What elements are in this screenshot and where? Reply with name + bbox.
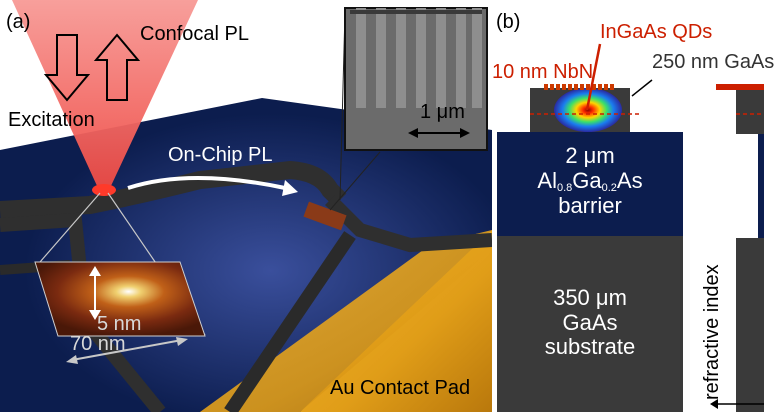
scale-bar-label: 1 μm <box>420 101 465 123</box>
waveguide <box>0 160 347 219</box>
on-chip-arrow <box>127 176 286 190</box>
barrier-composition: Al0.8Ga0.2As <box>537 167 643 194</box>
device-illustration <box>0 0 492 412</box>
substrate-material: GaAs <box>562 309 618 335</box>
refractive-index-axis-label: refractive index <box>701 264 723 400</box>
ingaas-qd-label: InGaAs QDs <box>600 21 713 43</box>
barrier-layer <box>497 132 683 236</box>
barrier-thickness: 2 μm <box>565 143 615 168</box>
barrier-text: 2 μm Al0.8Ga0.2As barrier <box>497 143 683 219</box>
layer-stack-illustration <box>497 43 764 412</box>
substrate-text: 350 μm GaAs substrate <box>497 285 683 360</box>
height-label: 5 nm <box>97 313 142 335</box>
panel-b-label: (b) <box>496 11 521 33</box>
sem-fingers <box>350 8 482 108</box>
panel-a: (a) Confocal PL Excitation On-Chip PL 1 … <box>0 0 492 412</box>
substrate-layer <box>497 236 683 412</box>
laser-beam <box>12 0 198 188</box>
excitation-arrow-icon <box>43 34 91 102</box>
on-chip-pl-label: On-Chip PL <box>168 144 273 166</box>
nanowire-detector <box>303 201 347 231</box>
gaas-thickness-label: 250 nm GaAs <box>652 51 775 73</box>
excitation-label: Excitation <box>8 109 95 131</box>
substrate-thickness: 350 μm <box>553 285 627 310</box>
barrier-name: barrier <box>558 192 622 218</box>
index-nbn <box>716 84 764 90</box>
width-label: 70 nm <box>70 333 126 355</box>
confocal-pl-label: Confocal PL <box>140 23 249 45</box>
substrate-name: substrate <box>544 334 636 360</box>
au-contact-pad-label: Au Contact Pad <box>330 377 471 399</box>
panel-a-label: (a) <box>6 11 31 33</box>
panel-b: (b) InGaAs QDs 250 nm GaAs 10 nm NbN 2 μ… <box>492 0 778 412</box>
confocal-arrow-icon <box>93 33 141 101</box>
afm-image <box>34 261 206 337</box>
nbn-layer <box>544 84 614 90</box>
nbn-thickness-label: 10 nm NbN <box>492 61 594 83</box>
